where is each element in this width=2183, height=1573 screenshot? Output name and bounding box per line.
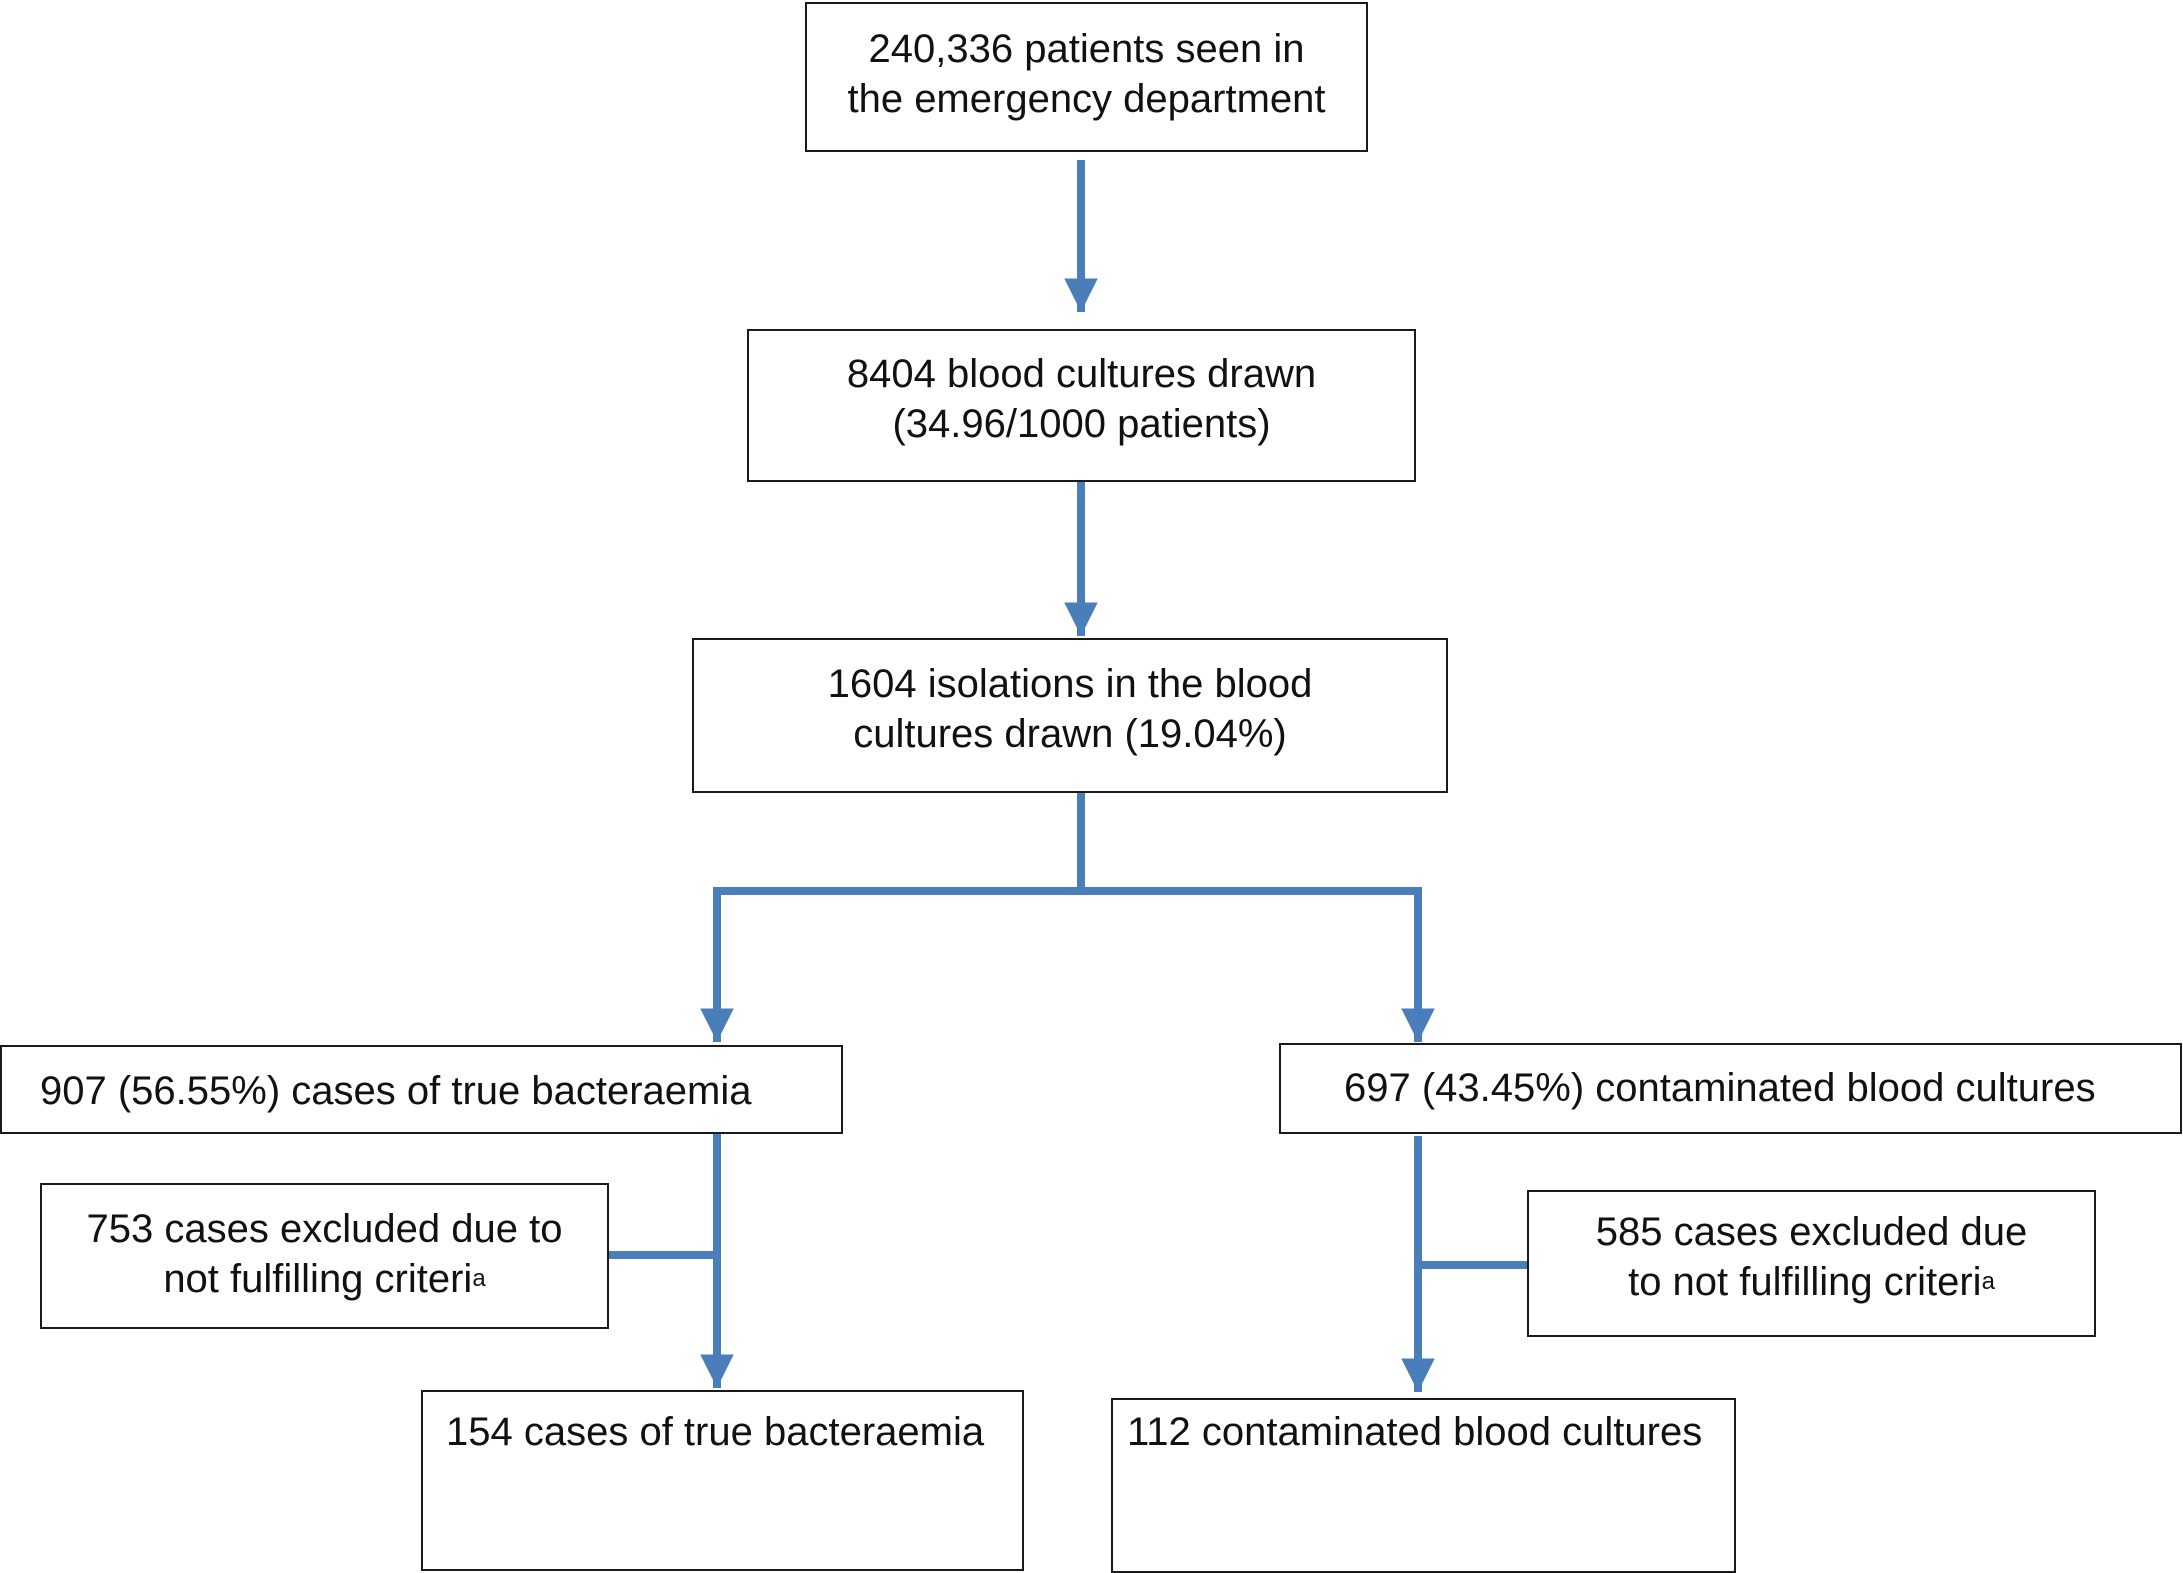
- box-excluded-left: 753 cases excluded due to not fulfilling…: [40, 1183, 609, 1329]
- excluded-left-line-1: 753 cases excluded due to: [86, 1207, 563, 1251]
- excluded-right-line-1: 585 cases excluded due: [1595, 1210, 2028, 1254]
- final-true-bacteraemia-label: 154 cases of true bacteraemia: [446, 1410, 985, 1454]
- excluded-right-line-2: to not fulfilling criteria: [1628, 1260, 1995, 1304]
- final-contaminated-label: 112 contaminated blood cultures: [1127, 1410, 1703, 1454]
- footnote-marker: a: [472, 1265, 486, 1292]
- box-isolations: 1604 isolations in the blood cultures dr…: [692, 638, 1448, 793]
- cultures-line-2: (34.96/1000 patients): [892, 402, 1271, 446]
- cultures-line-1: 8404 blood cultures drawn: [846, 352, 1317, 396]
- box-blood-cultures-drawn: 8404 blood cultures drawn (34.96/1000 pa…: [747, 329, 1416, 482]
- contaminated-label: 697 (43.45%) contaminated blood cultures: [1344, 1066, 2096, 1110]
- box-final-true-bacteraemia: 154 cases of true bacteraemia: [421, 1390, 1024, 1571]
- box-contaminated: 697 (43.45%) contaminated blood cultures: [1279, 1043, 2182, 1134]
- box-excluded-right: 585 cases excluded due to not fulfilling…: [1527, 1190, 2096, 1337]
- excluded-left-line-2: not fulfilling criteria: [163, 1257, 486, 1301]
- true-bacteraemia-label: 907 (56.55%) cases of true bacteraemia: [40, 1069, 752, 1113]
- isolations-line-1: 1604 isolations in the blood: [827, 662, 1313, 706]
- box-final-contaminated: 112 contaminated blood cultures: [1111, 1398, 1736, 1573]
- patients-line-1: 240,336 patients seen in: [868, 27, 1305, 71]
- box-true-bacteraemia: 907 (56.55%) cases of true bacteraemia: [0, 1045, 843, 1134]
- patients-line-2: the emergency department: [847, 77, 1326, 121]
- isolations-line-2: cultures drawn (19.04%): [853, 712, 1287, 756]
- footnote-marker: a: [1981, 1268, 1995, 1295]
- box-patients-seen: 240,336 patients seen in the emergency d…: [805, 2, 1368, 152]
